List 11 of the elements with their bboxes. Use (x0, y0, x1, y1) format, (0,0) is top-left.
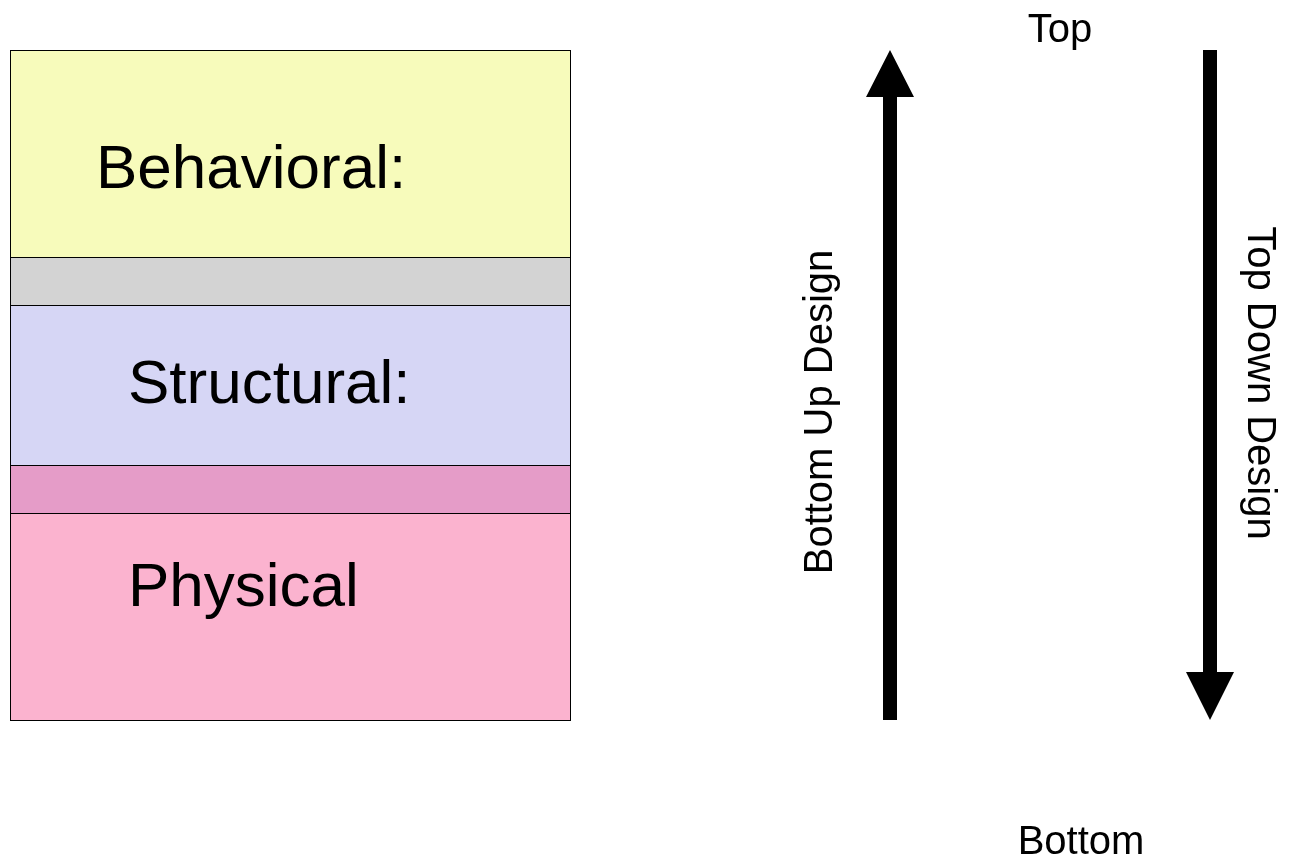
layer-band (10, 257, 571, 306)
layer-title: Behavioral: (96, 136, 407, 198)
end-label: Top (1027, 8, 1093, 48)
layer-title: Structural: (128, 351, 411, 413)
layer-band (10, 305, 571, 466)
direction-label: Bottom Up Design (798, 249, 838, 575)
layer-band (10, 50, 571, 258)
layer-band (10, 513, 571, 721)
end-label: Bottom (1017, 820, 1145, 860)
layer-band (10, 465, 571, 514)
direction-label: Top Down Design (1242, 226, 1282, 540)
